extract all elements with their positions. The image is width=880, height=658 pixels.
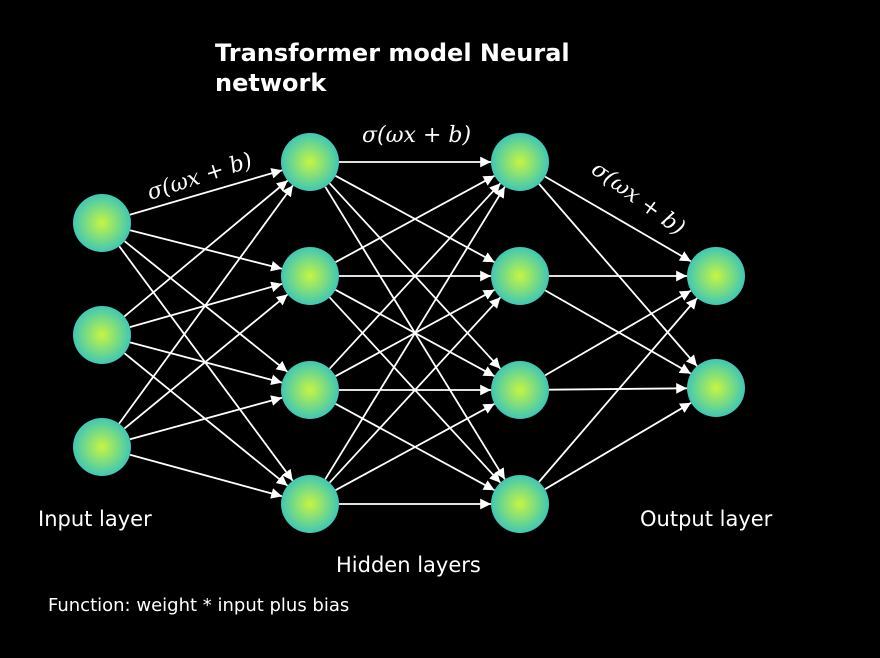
node-output-1 — [687, 247, 745, 305]
formula-hidden-to-hidden: σ(ωx + b) — [362, 123, 471, 148]
edge-input-2-to-hidden-1-1 — [123, 293, 289, 430]
edge-input-2-to-hidden-1-3 — [129, 453, 283, 499]
node-input-1 — [73, 194, 131, 252]
edge-hidden-1-3-to-hidden-2-2 — [335, 403, 495, 491]
hidden-layers-label: Hidden layers — [336, 553, 481, 577]
output-layer-label: Output layer — [640, 507, 773, 531]
edge-input-0-to-hidden-1-3 — [118, 245, 294, 482]
node-hidden-1-3 — [281, 361, 339, 419]
edge-hidden-2-2-to-output-0 — [544, 289, 692, 377]
edge-input-0-to-hidden-1-0 — [129, 168, 283, 216]
edge-hidden-2-0-to-output-1 — [538, 183, 698, 367]
node-hidden-1-4 — [281, 475, 339, 533]
edge-input-2-to-hidden-1-0 — [118, 184, 294, 425]
node-hidden-2-3 — [491, 361, 549, 419]
node-hidden-2-1 — [491, 133, 549, 191]
node-hidden-2-2 — [491, 247, 549, 305]
formula-hidden-to-output: σ(ωx + b) — [586, 157, 689, 241]
function-note: Function: weight * input plus bias — [48, 595, 350, 616]
edge-hidden-1-1-to-hidden-2-0 — [335, 175, 495, 263]
input-layer-label: Input layer — [38, 507, 152, 531]
node-output-2 — [687, 359, 745, 417]
edge-hidden-2-3-to-output-1 — [544, 402, 692, 490]
edge-input-0-to-hidden-1-2 — [124, 240, 288, 373]
node-hidden-1-1 — [281, 133, 339, 191]
node-input-2 — [73, 306, 131, 364]
edge-input-2-to-hidden-1-2 — [129, 395, 283, 441]
formula-input-to-hidden: σ(ωx + b) — [144, 148, 255, 205]
edge-input-1-to-hidden-1-3 — [123, 352, 289, 487]
edge-input-1-to-hidden-1-0 — [123, 179, 289, 318]
edge-hidden-2-0-to-output-0 — [544, 175, 692, 263]
edge-hidden-2-3-to-output-0 — [538, 297, 698, 483]
edge-hidden-1-3-to-hidden-2-0 — [324, 186, 506, 480]
edges-group — [118, 156, 698, 510]
node-input-3 — [73, 418, 131, 476]
edge-hidden-1-3-to-hidden-2-1 — [328, 296, 502, 484]
edge-hidden-1-2-to-hidden-2-0 — [328, 182, 502, 370]
nodes-group — [73, 133, 745, 533]
node-hidden-1-2 — [281, 247, 339, 305]
diagram-title: Transformer model Neural network — [215, 39, 570, 97]
node-hidden-2-4 — [491, 475, 549, 533]
